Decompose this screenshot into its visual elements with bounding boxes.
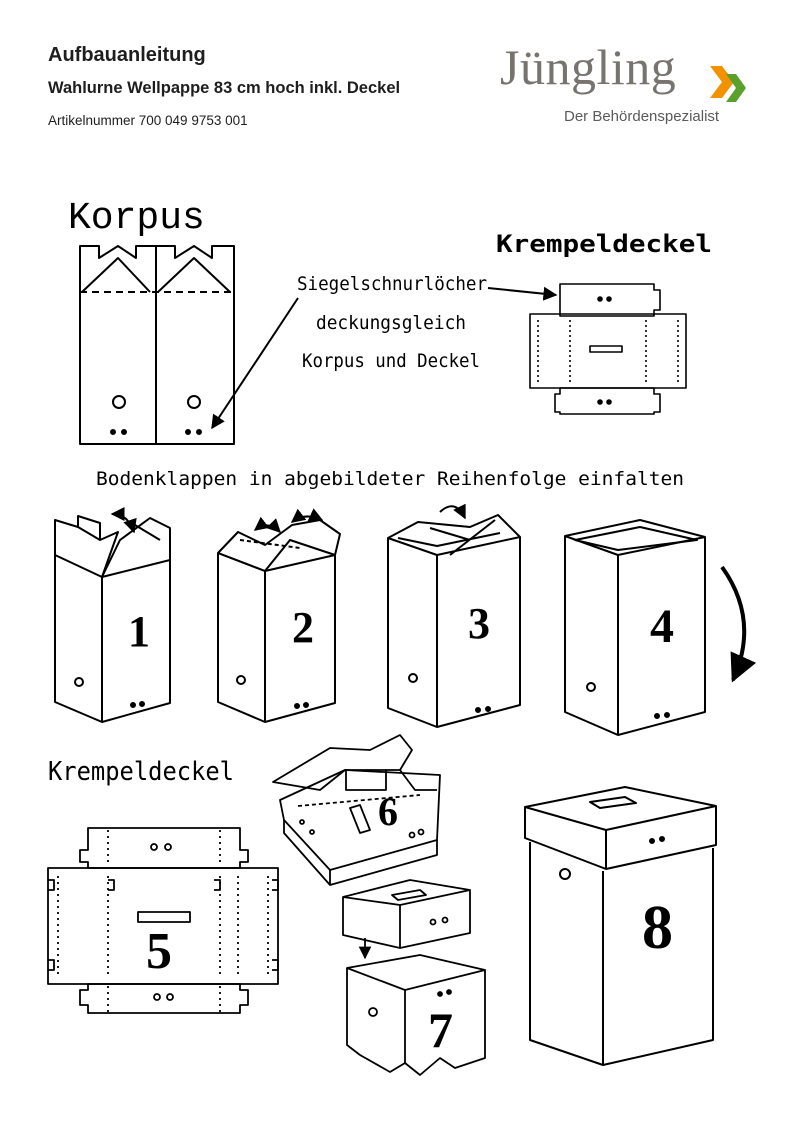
krempeldeckel-blank-small bbox=[529, 283, 687, 415]
step-number-7: 7 bbox=[428, 1002, 453, 1058]
company-logo: Jüngling Der Behördenspezialist bbox=[500, 38, 760, 133]
logo-chevron-icon bbox=[710, 66, 746, 102]
siegel-label-line-1: Siegelschnurlöcher bbox=[297, 273, 487, 295]
step-number-3: 3 bbox=[468, 599, 490, 648]
step-8-finished-urn bbox=[524, 786, 717, 1066]
pointer-arrow-korpus bbox=[211, 297, 299, 430]
pointer-arrow-deckel bbox=[487, 286, 558, 301]
step-1-illustration bbox=[54, 507, 171, 723]
instruction-text: Bodenklappen in abgebildeter Reihenfolge… bbox=[96, 468, 684, 490]
step-5-lid-blank bbox=[47, 827, 279, 1014]
step-number-6: 6 bbox=[378, 789, 398, 834]
krempeldeckel-label-top: Krempeldeckel bbox=[496, 230, 712, 258]
logo-subtitle: Der Behördenspezialist bbox=[564, 108, 720, 125]
product-name: Wahlurne Wellpappe 83 cm hoch inkl. Deck… bbox=[48, 79, 401, 97]
step-6-lid-folding bbox=[272, 734, 441, 886]
siegel-label-line-3: Korpus und Deckel bbox=[302, 350, 480, 372]
step-number-2: 2 bbox=[292, 603, 314, 652]
step-number-4: 4 bbox=[650, 600, 674, 653]
siegel-label-line-2: deckungsgleich bbox=[316, 312, 466, 334]
korpus-blank-illustration bbox=[79, 245, 235, 445]
step-number-8: 8 bbox=[642, 894, 673, 962]
step-4-illustration bbox=[564, 519, 757, 736]
step-7-lid-onto-body bbox=[342, 879, 486, 1076]
step-number-1: 1 bbox=[128, 607, 150, 656]
korpus-label: Korpus bbox=[68, 197, 205, 240]
logo-wordmark: Jüngling bbox=[500, 39, 677, 95]
step-3-illustration bbox=[387, 503, 521, 728]
document-title: Aufbauanleitung bbox=[48, 44, 206, 66]
krempeldeckel-label-bottom: Krempeldeckel bbox=[48, 757, 234, 787]
article-number: Artikelnummer 700 049 9753 001 bbox=[48, 113, 248, 128]
step-number-5: 5 bbox=[146, 923, 172, 980]
step-2-illustration bbox=[217, 508, 341, 723]
